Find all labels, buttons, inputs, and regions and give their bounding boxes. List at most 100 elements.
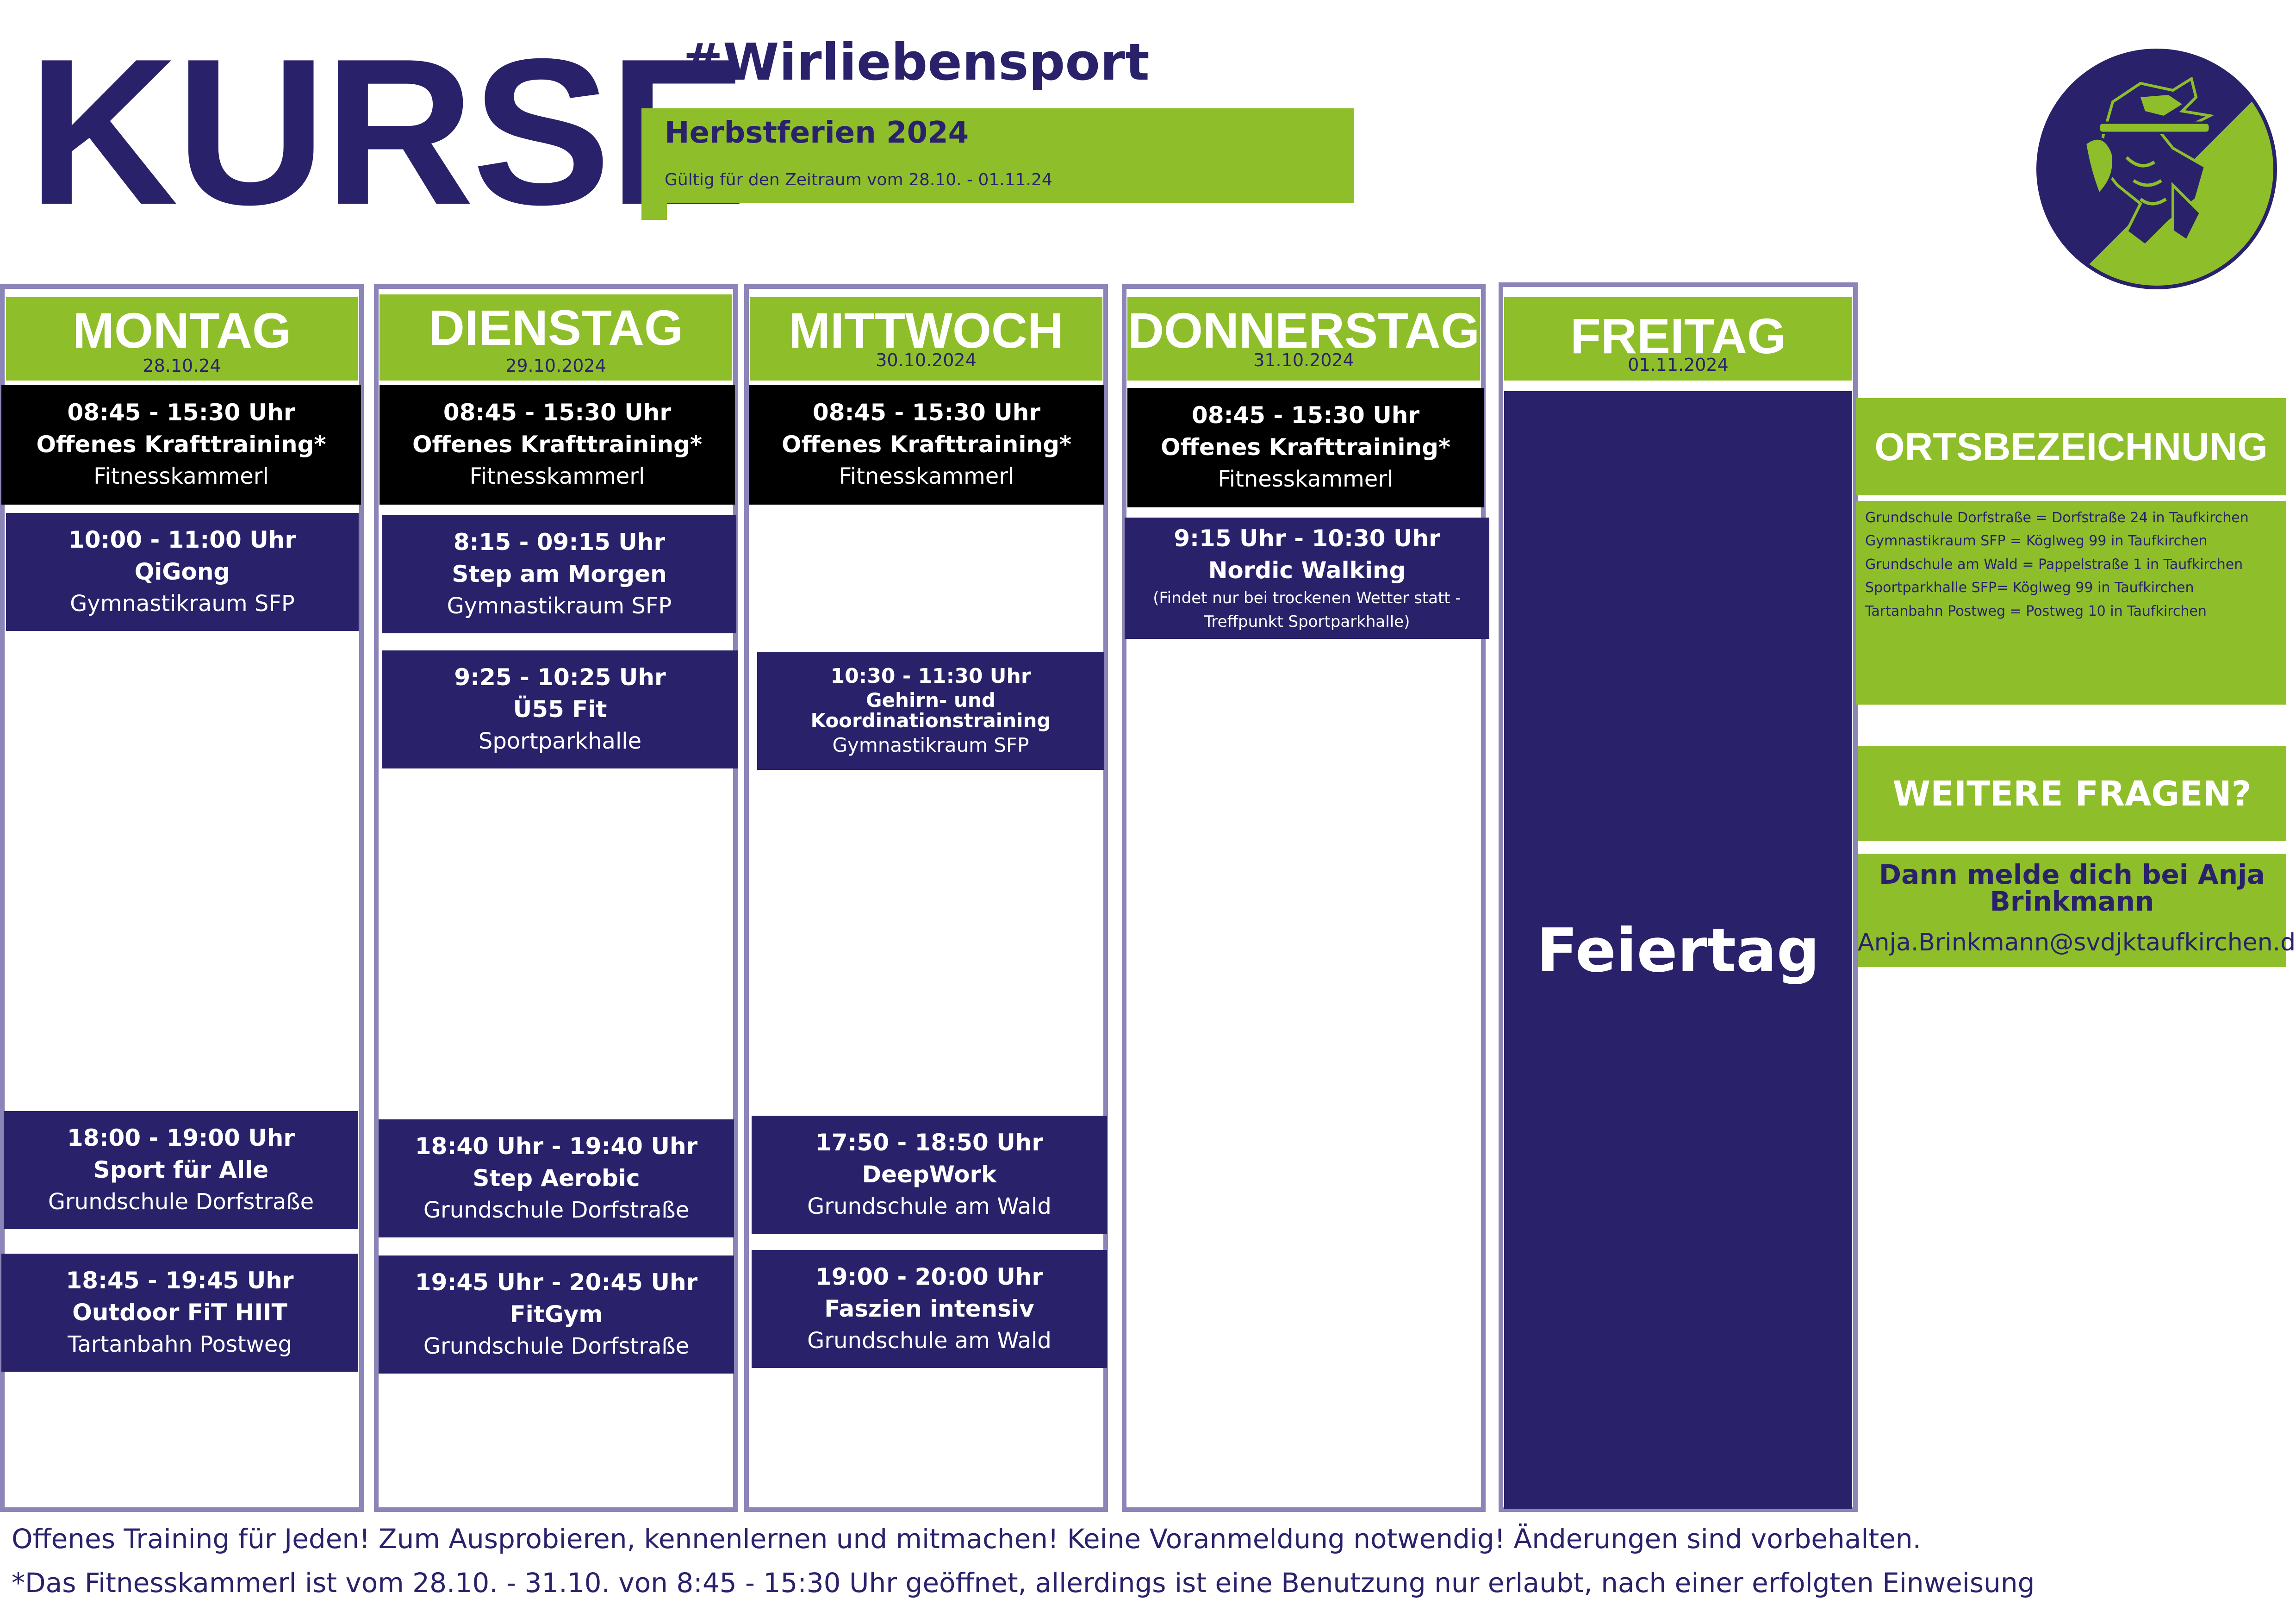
day-date: 30.10.2024 (876, 350, 977, 370)
course-block[interactable]: 08:45 - 15:30 Uhr Offenes Krafttraining*… (380, 385, 735, 505)
course-name: QiGong (134, 558, 230, 585)
course-time: 08:45 - 15:30 Uhr (812, 399, 1041, 426)
course-time: 9:25 - 10:25 Uhr (454, 663, 666, 691)
course-room: Fitnesskammerl (93, 463, 269, 490)
day-name: DIENSTAG (428, 300, 684, 356)
footer-asterisk-note: *Das Fitnesskammerl ist vom 28.10. - 31.… (12, 1567, 2035, 1599)
legend-line: Grundschule am Wald = Pappelstraße 1 in … (1865, 556, 2243, 573)
course-room: Sportparkhalle (478, 728, 642, 754)
holiday-label: Feiertag (1537, 915, 1820, 986)
course-block[interactable]: 18:40 Uhr - 19:40 Uhr Step Aerobic Grund… (379, 1119, 734, 1237)
contact-email[interactable]: Anja.Brinkmann@svdjktaufkirchen.de (1858, 929, 2296, 956)
course-time: 18:45 - 19:45 Uhr (66, 1267, 294, 1294)
course-room: Gymnastikraum SFP (70, 590, 295, 617)
period-banner (641, 108, 1354, 203)
course-name: Offenes Krafttraining* (1160, 434, 1451, 461)
course-room: Fitnesskammerl (1218, 466, 1394, 493)
course-block[interactable]: 8:15 - 09:15 Uhr Step am Morgen Gymnasti… (382, 515, 736, 633)
course-note-line2: Treffpunkt Sportparkhalle) (1204, 612, 1410, 631)
legend-line: Sportparkhalle SFP= Köglweg 99 in Taufki… (1865, 580, 2194, 596)
course-block[interactable]: 10:30 - 11:30 Uhr Gehirn- und Koordinati… (757, 652, 1104, 770)
day-header-montag: MONTAG 28.10.24 (6, 297, 358, 381)
course-room: Grundschule am Wald (807, 1193, 1052, 1219)
day-name: MITTWOCH (789, 302, 1064, 358)
course-name: Step am Morgen (452, 560, 667, 587)
course-block[interactable]: 9:15 Uhr - 10:30 Uhr Nordic Walking (Fin… (1125, 518, 1489, 639)
course-time: 19:45 Uhr - 20:45 Uhr (415, 1268, 698, 1296)
holiday-block: Feiertag (1504, 391, 1852, 1509)
footer-note: Offenes Training für Jeden! Zum Ausprobi… (12, 1523, 1922, 1555)
contact-line2: Brinkmann (1990, 886, 2154, 917)
course-time: 17:50 - 18:50 Uhr (815, 1129, 1044, 1156)
course-name: Offenes Krafttraining* (781, 431, 1072, 458)
legend-title: ORTSBEZEICHNUNG (1856, 398, 2286, 495)
course-name: Sport für Alle (93, 1156, 269, 1183)
course-room: Grundschule Dorfstraße (423, 1197, 690, 1223)
course-note-line1: (Findet nur bei trockenen Wetter statt - (1153, 589, 1461, 607)
course-name: Offenes Krafttraining* (412, 431, 703, 458)
contact-title: WEITERE FRAGEN? (1858, 746, 2286, 841)
course-block[interactable]: 18:45 - 19:45 Uhr Outdoor FiT HIIT Tarta… (1, 1254, 358, 1372)
course-room: Grundschule Dorfstraße (48, 1188, 314, 1215)
course-time: 18:00 - 19:00 Uhr (67, 1124, 295, 1151)
legend-line: Grundschule Dorfstraße = Dorfstraße 24 i… (1865, 510, 2249, 526)
day-header-mittwoch: MITTWOCH 30.10.2024 (750, 297, 1102, 381)
course-name: DeepWork (862, 1161, 997, 1188)
course-block[interactable]: 08:45 - 15:30 Uhr Offenes Krafttraining*… (1, 385, 361, 505)
day-header-freitag: FREITAG 01.11.2024 (1504, 297, 1852, 381)
course-name-line2: Koordinationstraining (810, 709, 1051, 732)
day-header-dienstag: DIENSTAG 29.10.2024 (380, 294, 732, 381)
course-room: Grundschule am Wald (807, 1327, 1052, 1354)
course-block[interactable]: 19:00 - 20:00 Uhr Faszien intensiv Grund… (752, 1250, 1107, 1368)
legend-line: Gymnastikraum SFP = Köglweg 99 in Taufki… (1865, 533, 2208, 550)
day-date: 28.10.24 (143, 356, 221, 376)
course-time: 9:15 Uhr - 10:30 Uhr (1174, 525, 1440, 552)
day-name: MONTAG (73, 302, 291, 358)
legend-line: Tartanbahn Postweg = Postweg 10 in Taufk… (1865, 603, 2207, 619)
course-time: 8:15 - 09:15 Uhr (453, 528, 666, 556)
hashtag: #Wirliebensport (680, 32, 1150, 92)
course-time: 10:00 - 11:00 Uhr (68, 526, 297, 553)
contact-box: Dann melde dich bei Anja Brinkmann Anja.… (1858, 854, 2296, 967)
day-date: 29.10.2024 (505, 356, 606, 376)
club-logo (2034, 46, 2279, 292)
contact-line1: Dann melde dich bei Anja (1879, 859, 2265, 890)
griffin-crest-icon (2036, 49, 2277, 289)
course-room: Fitnesskammerl (839, 463, 1014, 490)
day-date: 31.10.2024 (1253, 350, 1354, 370)
course-name: Outdoor FiT HIIT (72, 1299, 287, 1326)
course-name: Nordic Walking (1208, 557, 1406, 584)
course-name: Ü55 Fit (513, 695, 607, 723)
course-name: Offenes Krafttraining* (36, 431, 326, 458)
legend-box: Grundschule Dorfstraße = Dorfstraße 24 i… (1856, 501, 2286, 705)
course-block[interactable]: 10:00 - 11:00 Uhr QiGong Gymnastikraum S… (6, 513, 359, 631)
course-time: 08:45 - 15:30 Uhr (443, 399, 672, 426)
course-time: 19:00 - 20:00 Uhr (815, 1263, 1044, 1290)
page-title: KURSE (28, 16, 747, 248)
course-room: Gymnastikraum SFP (832, 733, 1029, 756)
course-block[interactable]: 9:25 - 10:25 Uhr Ü55 Fit Sportparkhalle (382, 650, 738, 768)
course-room: Gymnastikraum SFP (447, 593, 672, 619)
course-block[interactable]: 08:45 - 15:30 Uhr Offenes Krafttraining*… (1127, 388, 1484, 507)
course-name: Faszien intensiv (824, 1295, 1034, 1322)
day-header-donnerstag: DONNERSTAG 31.10.2024 (1127, 297, 1480, 381)
course-time: 08:45 - 15:30 Uhr (67, 399, 295, 426)
course-room: Fitnesskammerl (469, 463, 645, 490)
period-banner-tab (641, 194, 667, 220)
course-time: 10:30 - 11:30 Uhr (830, 664, 1031, 688)
course-room: Tartanbahn Postweg (68, 1331, 292, 1357)
day-date: 01.11.2024 (1628, 355, 1729, 375)
period-subtitle: Gültig für den Zeitraum vom 28.10. - 01.… (665, 170, 1052, 189)
course-block[interactable]: 17:50 - 18:50 Uhr DeepWork Grundschule a… (752, 1116, 1107, 1234)
course-time: 18:40 Uhr - 19:40 Uhr (415, 1132, 698, 1160)
course-time: 08:45 - 15:30 Uhr (1191, 402, 1420, 429)
course-room: Grundschule Dorfstraße (423, 1333, 690, 1359)
course-name: FitGym (510, 1300, 603, 1328)
course-block[interactable]: 18:00 - 19:00 Uhr Sport für Alle Grundsc… (4, 1111, 358, 1229)
day-name: DONNERSTAG (1127, 302, 1480, 358)
course-block[interactable]: 08:45 - 15:30 Uhr Offenes Krafttraining*… (749, 385, 1104, 505)
course-block[interactable]: 19:45 Uhr - 20:45 Uhr FitGym Grundschule… (379, 1255, 734, 1374)
period-title: Herbstferien 2024 (665, 116, 969, 150)
course-name-line1: Gehirn- und (866, 689, 996, 712)
course-name: Step Aerobic (473, 1164, 640, 1192)
